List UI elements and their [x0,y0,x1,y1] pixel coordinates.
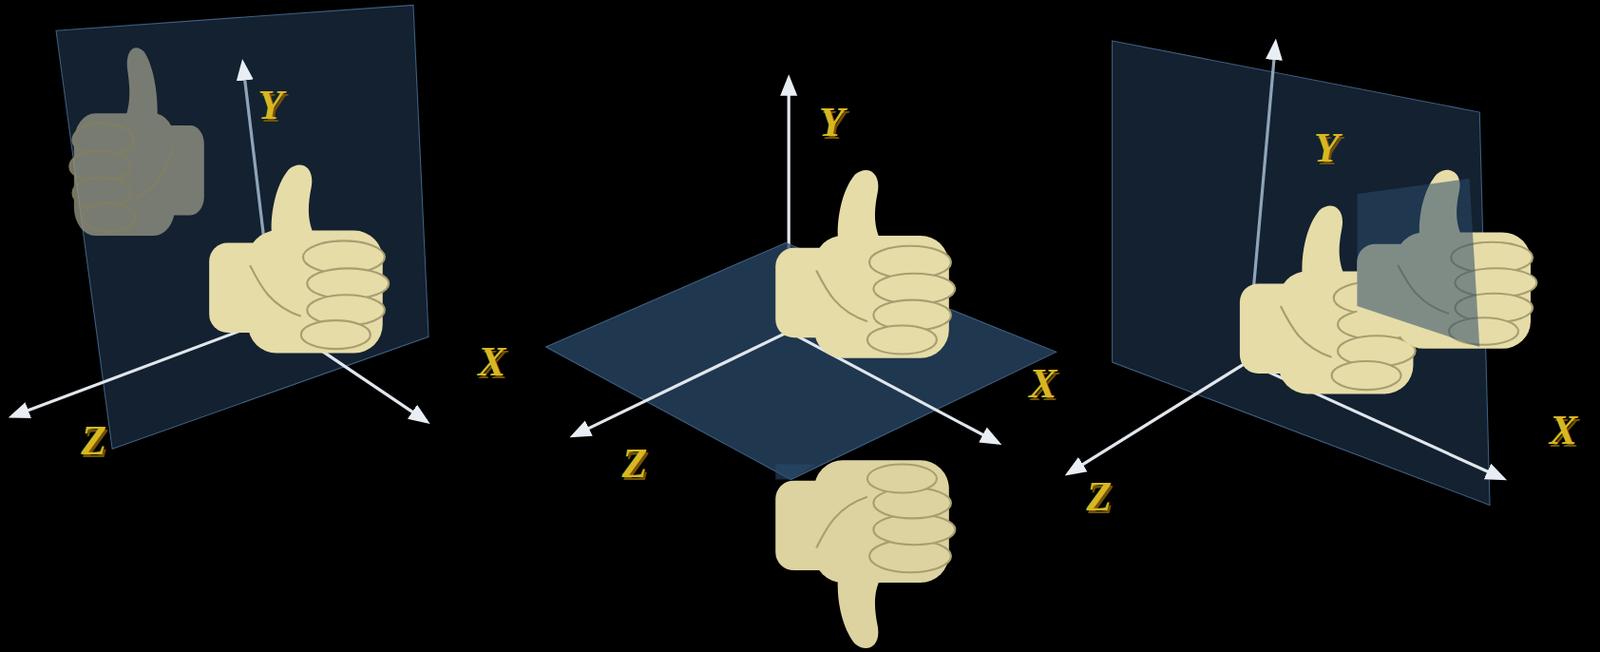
axis-label: X [1028,362,1057,405]
axis-label: Z [80,419,107,462]
axis-label: Y [1314,127,1340,170]
axis-label: Z [1085,476,1112,518]
axis-label: X [477,341,506,383]
axis-label: Z [622,442,648,485]
axis-label: Y [819,101,845,144]
axis-label: X [1549,409,1578,452]
axis-label: Y [257,84,284,127]
